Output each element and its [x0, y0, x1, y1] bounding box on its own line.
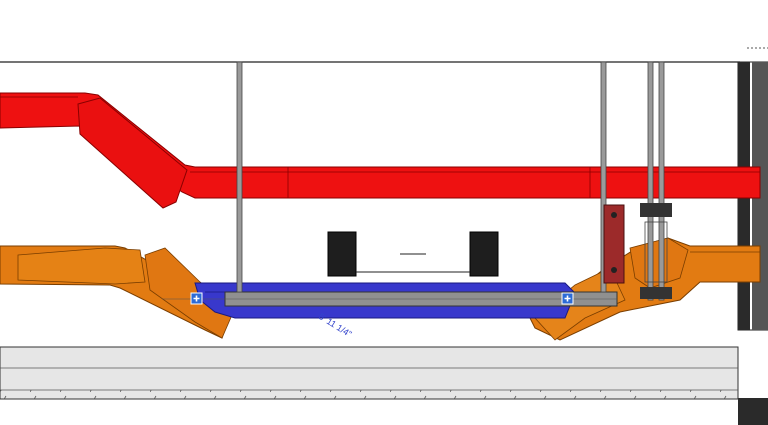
- steel-column[interactable]: [737, 61, 768, 425]
- bracket-plate[interactable]: [603, 204, 625, 284]
- hanger-rod-pair[interactable]: [640, 61, 672, 301]
- hanger-rod-left[interactable]: [236, 61, 243, 293]
- drag-grip-right[interactable]: [561, 292, 574, 305]
- floor-slab: [0, 346, 739, 400]
- channel-section[interactable]: [327, 231, 499, 277]
- red-duct[interactable]: [0, 92, 761, 209]
- orange-duct-left[interactable]: [0, 245, 236, 339]
- hanger-bar[interactable]: [162, 291, 618, 307]
- hanger-rod-right[interactable]: [600, 61, 607, 293]
- drag-grip-left[interactable]: [190, 292, 203, 305]
